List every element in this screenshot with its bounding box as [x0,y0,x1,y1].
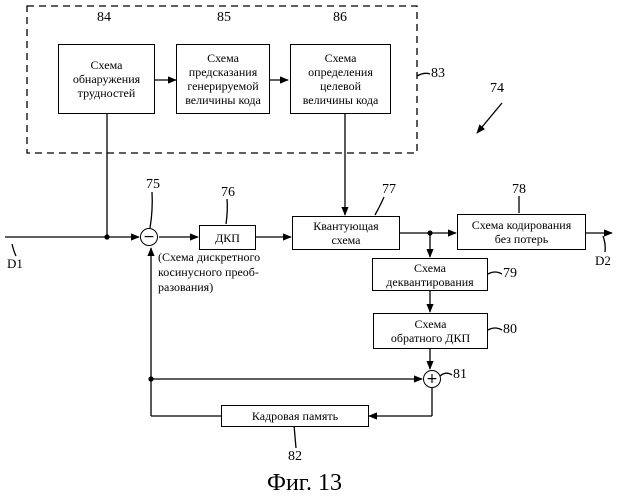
leader-83 [417,73,430,76]
dct-label: ДКП [215,231,240,245]
adder-node: + [423,370,441,388]
target-code-amount-block: Схема определения целевой величины кода [290,44,391,114]
quantizer-block: Квантующая схема [292,216,400,250]
leader-75 [150,192,152,228]
ref-82: 82 [288,450,302,464]
ref-83: 83 [431,67,445,81]
frame-memory-label: Кадровая память [252,409,338,423]
subtractor-node: − [140,228,158,246]
difficulty-detection-label: Схема обнаружения трудностей [73,58,140,100]
ref-74: 74 [490,82,504,96]
frame-memory-block: Кадровая память [221,405,369,427]
lossless-coding-label: Схема кодирования без потерь [472,218,571,246]
leader-81 [440,373,452,376]
leader-79 [488,272,502,274]
ref-84: 84 [97,11,111,25]
junction-quant-out [427,230,432,235]
figure-caption: Фиг. 13 [267,470,342,496]
leader-80 [488,328,502,330]
quantizer-label: Квантующая схема [313,219,378,247]
ref-86: 86 [333,11,347,25]
dct-description-note: (Схема дискретного косинусного преоб- ра… [158,250,260,295]
lossless-coding-block: Схема кодирования без потерь [457,214,586,250]
ref-76: 76 [221,186,235,200]
ref-85: 85 [217,11,231,25]
output-signal-label: D2 [595,254,611,268]
leader-77 [375,197,384,215]
ref-77: 77 [382,183,396,197]
system-74-arrow [477,103,502,133]
dequantizer-block: Схема деквантирования [372,258,488,291]
leader-76 [226,199,227,224]
subtractor-symbol: − [143,230,155,244]
inverse-dct-label: Схема обратного ДКП [391,317,470,345]
difficulty-detection-block: Схема обнаружения трудностей [58,44,155,114]
target-code-amount-label: Схема определения целевой величины кода [303,51,379,107]
ref-79: 79 [503,267,517,281]
junction-feedback [148,376,153,381]
ref-78: 78 [512,183,526,197]
input-signal-label: D1 [7,257,23,271]
ref-81: 81 [453,368,467,382]
adder-symbol: + [426,372,438,386]
junction-input [104,234,109,239]
ref-80: 80 [503,323,517,337]
dequantizer-label: Схема деквантирования [386,261,473,289]
dct-block: ДКП [199,225,256,250]
code-amount-prediction-label: Схема предсказания генерируемой величины… [185,51,261,107]
leader-d1 [12,244,16,256]
inverse-dct-block: Схема обратного ДКП [373,313,488,349]
leader-82 [294,425,296,448]
code-amount-prediction-block: Схема предсказания генерируемой величины… [176,44,270,114]
ref-75: 75 [146,178,160,192]
leader-d2 [603,236,605,252]
